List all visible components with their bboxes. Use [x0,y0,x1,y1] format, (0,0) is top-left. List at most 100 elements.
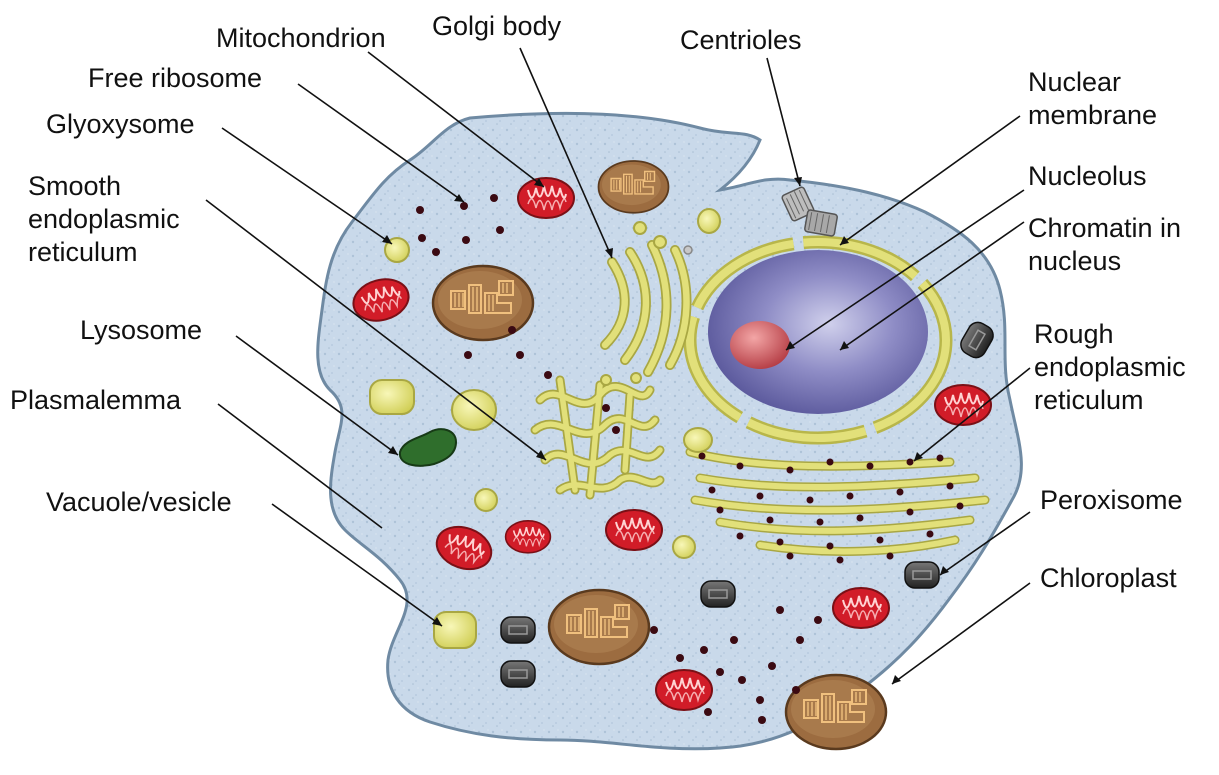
ribosome-dot-icon [768,662,776,670]
ribosome-dot-icon [508,326,516,334]
ribosome-dot-icon [700,646,708,654]
label-golgi-body: Golgi body [432,10,561,43]
ribosome-dot-icon [796,636,804,644]
label-nuclear-membrane-line2: membrane [1028,99,1157,132]
vacuole-icon [684,428,712,452]
mitochondrion-icon [656,670,712,710]
label-smooth-er-line2: endoplasmic [28,203,180,236]
label-plasmalemma: Plasmalemma [10,384,181,417]
ribosome-dot-icon [776,606,784,614]
ribosome-dot-icon [462,236,470,244]
rer-ribosome-dot-icon [757,493,764,500]
ribosome-dot-icon [460,202,468,210]
peroxisome-icon [501,617,535,643]
label-rough-er-line1: Rough [1034,318,1186,351]
rer-ribosome-dot-icon [737,463,744,470]
ribosome-dot-icon [814,616,822,624]
rer-ribosome-dot-icon [787,553,794,560]
label-smooth-er-line1: Smooth [28,170,180,203]
rer-ribosome-dot-icon [817,519,824,526]
peroxisome-icon [905,562,939,588]
rer-ribosome-dot-icon [767,517,774,524]
vacuole-icon [452,390,496,430]
rer-ribosome-dot-icon [947,483,954,490]
chloroplast-icon [786,675,886,749]
rer-ribosome-dot-icon [717,507,724,514]
label-nucleolus: Nucleolus [1028,160,1147,193]
rer-ribosome-dot-icon [877,537,884,544]
vacuole-icon [370,380,414,414]
label-centrioles: Centrioles [680,24,802,57]
mitochondrion-icon [506,521,551,553]
peroxisome-icon [701,581,735,607]
rer-ribosome-dot-icon [777,539,784,546]
rer-ribosome-dot-icon [937,455,944,462]
ribosome-dot-icon [756,696,764,704]
rer-ribosome-dot-icon [887,553,894,560]
glyoxysome-icon [475,489,497,511]
label-rough-er-line2: endoplasmic [1034,351,1186,384]
rer-ribosome-dot-icon [857,515,864,522]
ribosome-dot-icon [516,351,524,359]
rer-ribosome-dot-icon [807,497,814,504]
ribosome-dot-icon [704,708,712,716]
label-chromatin-line2: nucleus [1028,245,1181,278]
label-nuclear-membrane: Nuclear membrane [1028,66,1157,132]
ribosome-dot-icon [792,686,800,694]
rer-ribosome-dot-icon [827,459,834,466]
label-chloroplast: Chloroplast [1040,562,1177,595]
ribosome-dot-icon [612,426,620,434]
rer-ribosome-dot-icon [787,467,794,474]
ribosome-dot-icon [730,636,738,644]
label-glyoxysome: Glyoxysome [46,108,195,141]
label-vacuole-vesicle: Vacuole/vesicle [46,486,232,519]
mitochondrion-icon [606,510,662,550]
chloroplast-icon [433,266,533,340]
rer-ribosome-dot-icon [867,463,874,470]
label-chromatin: Chromatin in nucleus [1028,212,1181,278]
label-rough-er-line3: reticulum [1034,384,1186,417]
rer-ribosome-dot-icon [957,503,964,510]
ribosome-dot-icon [758,716,766,724]
ribosome-dot-icon [650,626,658,634]
mitochondrion-icon [833,588,889,628]
glyoxysome-icon [673,536,695,558]
ribosome-dot-icon [416,206,424,214]
ribosome-dot-icon [418,234,426,242]
label-peroxisome: Peroxisome [1040,484,1183,517]
label-free-ribosome: Free ribosome [88,62,262,95]
rer-ribosome-dot-icon [897,489,904,496]
ribosome-dot-icon [496,226,504,234]
ribosome-dot-icon [716,668,724,676]
label-nuclear-membrane-line1: Nuclear [1028,66,1157,99]
rer-ribosome-dot-icon [907,459,914,466]
rer-ribosome-dot-icon [837,557,844,564]
rer-ribosome-dot-icon [737,533,744,540]
label-chromatin-line1: Chromatin in [1028,212,1181,245]
vacuole-icon [698,209,720,233]
vacuole-icon [434,612,476,648]
ribosome-dot-icon [676,654,684,662]
label-mitochondrion: Mitochondrion [216,22,386,55]
ribosome-dot-icon [544,371,552,379]
ribosome-dot-icon [738,676,746,684]
label-smooth-er: Smooth endoplasmic reticulum [28,170,180,269]
ribosome-dot-icon [490,194,498,202]
label-lysosome: Lysosome [80,314,202,347]
ribosome-dot-icon [464,351,472,359]
rer-ribosome-dot-icon [907,509,914,516]
ribosome-dot-icon [602,404,610,412]
chloroplast-icon [599,161,669,213]
rer-ribosome-dot-icon [709,487,716,494]
rer-ribosome-dot-icon [699,453,706,460]
ribosome-dot-icon [432,248,440,256]
rer-ribosome-dot-icon [847,493,854,500]
rer-ribosome-dot-icon [827,543,834,550]
label-smooth-er-line3: reticulum [28,236,180,269]
label-rough-er: Rough endoplasmic reticulum [1034,318,1186,417]
rer-ribosome-dot-icon [927,531,934,538]
nucleus [690,242,946,438]
chloroplast-icon [549,590,649,664]
nucleolus [730,321,790,369]
